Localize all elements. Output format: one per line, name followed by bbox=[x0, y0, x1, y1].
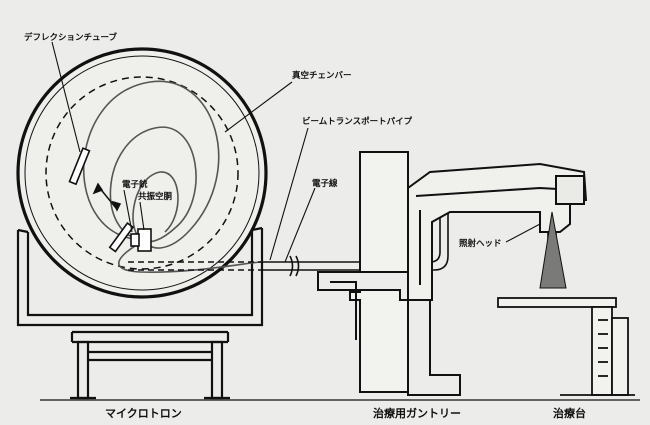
label-vacuum-chamber: 真空チェンバー bbox=[292, 70, 352, 81]
label-microtron: マイクロトロン bbox=[105, 407, 182, 420]
label-irradiation-head: 照射ヘッド bbox=[459, 238, 502, 249]
label-deflection-tube: デフレクションチューブ bbox=[24, 32, 117, 43]
treatment-gantry bbox=[317, 151, 588, 396]
label-beam-transport-pipe: ビームトランスポートパイプ bbox=[302, 116, 413, 127]
label-electron-gun: 電子銃 bbox=[122, 179, 148, 190]
irradiation-beam bbox=[539, 211, 567, 289]
label-resonant-cavity: 共振空胴 bbox=[138, 191, 173, 202]
extraction-path bbox=[128, 261, 262, 271]
labels: デフレクションチューブ 真空チェンバー ビームトランスポートパイプ 電子線 電子… bbox=[24, 32, 586, 420]
arrow-icon bbox=[92, 182, 122, 212]
microtron-stand bbox=[16, 226, 264, 400]
label-treatment-couch: 治療台 bbox=[553, 406, 586, 420]
resonant-cavity bbox=[130, 228, 152, 252]
leader-lines bbox=[51, 41, 541, 263]
label-electron-beam: 電子線 bbox=[312, 178, 338, 189]
treatment-couch bbox=[497, 297, 635, 396]
vacuum-chamber bbox=[16, 47, 268, 299]
label-treatment-gantry: 治療用ガントリー bbox=[373, 406, 461, 420]
